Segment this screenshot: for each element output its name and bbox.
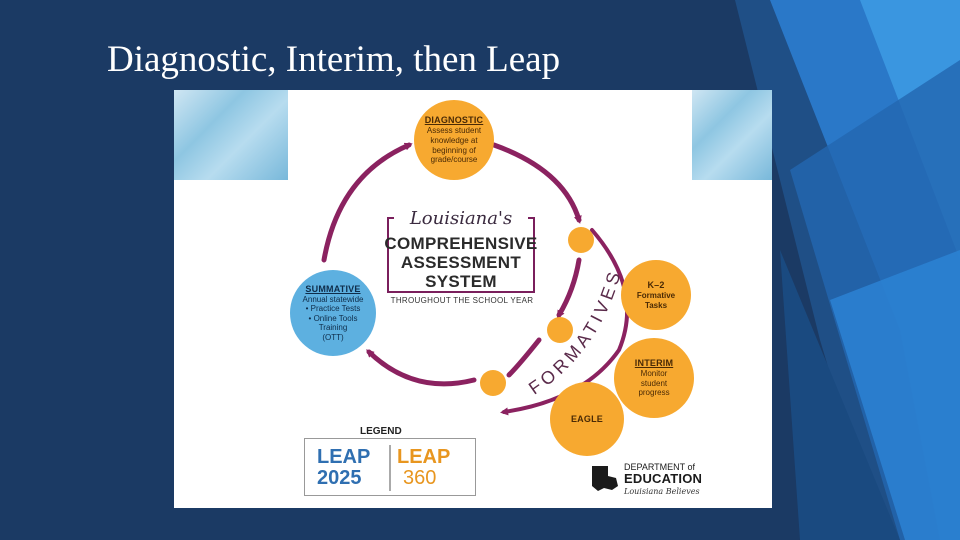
summative-text: Annual statewide • Practice Tests • Onli… xyxy=(302,294,364,342)
watercolor-decoration-right xyxy=(692,90,772,180)
k2-title: K–2 xyxy=(647,279,665,290)
leap360-bottom: 360 xyxy=(403,467,437,489)
legend-divider xyxy=(389,445,391,491)
doe-line3: Louisiana Believes xyxy=(624,487,700,496)
watercolor-decoration-left xyxy=(174,90,288,180)
doe-line1: DEPARTMENT of xyxy=(624,462,696,472)
system-title-line3: SYSTEM xyxy=(425,272,497,291)
cycle-arrows: FORMATIVES xyxy=(321,142,630,416)
system-title-line2: ASSESSMENT xyxy=(400,253,522,272)
diagnostic-text: Assess student knowledge at beginning of… xyxy=(426,126,482,165)
system-subtitle: THROUGHOUT THE SCHOOL YEAR xyxy=(390,296,534,305)
system-script-title: Louisiana's xyxy=(394,208,528,229)
slide-title: Diagnostic, Interim, then Leap xyxy=(107,39,561,80)
doe-line2: EDUCATION xyxy=(624,471,703,486)
leap360-top: LEAP xyxy=(397,446,451,468)
arrow-summative-to-diagnostic xyxy=(321,142,413,263)
interim-circle: INTERIM Monitor student progress xyxy=(614,338,694,418)
assessment-system-diagram: FORMATIVES DIAGNOSTIC Assess student kno… xyxy=(174,90,772,508)
department-of-education-logo: DEPARTMENT of EDUCATION Louisiana Believ… xyxy=(590,462,715,498)
arrow-formative-to-formative xyxy=(556,257,582,319)
summative-title: SUMMATIVE xyxy=(305,283,361,294)
arrow-to-summative xyxy=(366,349,477,387)
formative-dot-2 xyxy=(547,317,573,343)
interim-text: Monitor student progress xyxy=(638,369,670,398)
system-title-line1: COMPREHENSIVE xyxy=(384,234,538,253)
eagle-circle: EAGLE xyxy=(550,382,624,456)
k2-formative-circle: K–2 Formative Tasks xyxy=(621,260,691,330)
arrow-formative-to-eagle xyxy=(506,337,542,378)
formative-dot-1 xyxy=(568,227,594,253)
legend-box: LEAP 2025 LEAP 360 xyxy=(304,438,476,496)
diagnostic-title: DIAGNOSTIC xyxy=(424,115,484,126)
interim-title: INTERIM xyxy=(634,358,674,369)
formatives-arc xyxy=(500,228,630,416)
formative-dot-3 xyxy=(480,370,506,396)
summative-circle: SUMMATIVE Annual statewide • Practice Te… xyxy=(290,270,376,356)
leap2025-bottom: 2025 xyxy=(317,467,362,489)
eagle-title: EAGLE xyxy=(570,414,603,424)
k2-text: Formative Tasks xyxy=(636,290,676,310)
leap2025-top: LEAP xyxy=(317,446,371,468)
legend-label: LEGEND xyxy=(360,426,402,437)
diagnostic-circle: DIAGNOSTIC Assess student knowledge at b… xyxy=(414,100,494,180)
louisiana-state-icon xyxy=(592,466,618,491)
arrow-diagnostic-to-formative xyxy=(491,142,582,224)
